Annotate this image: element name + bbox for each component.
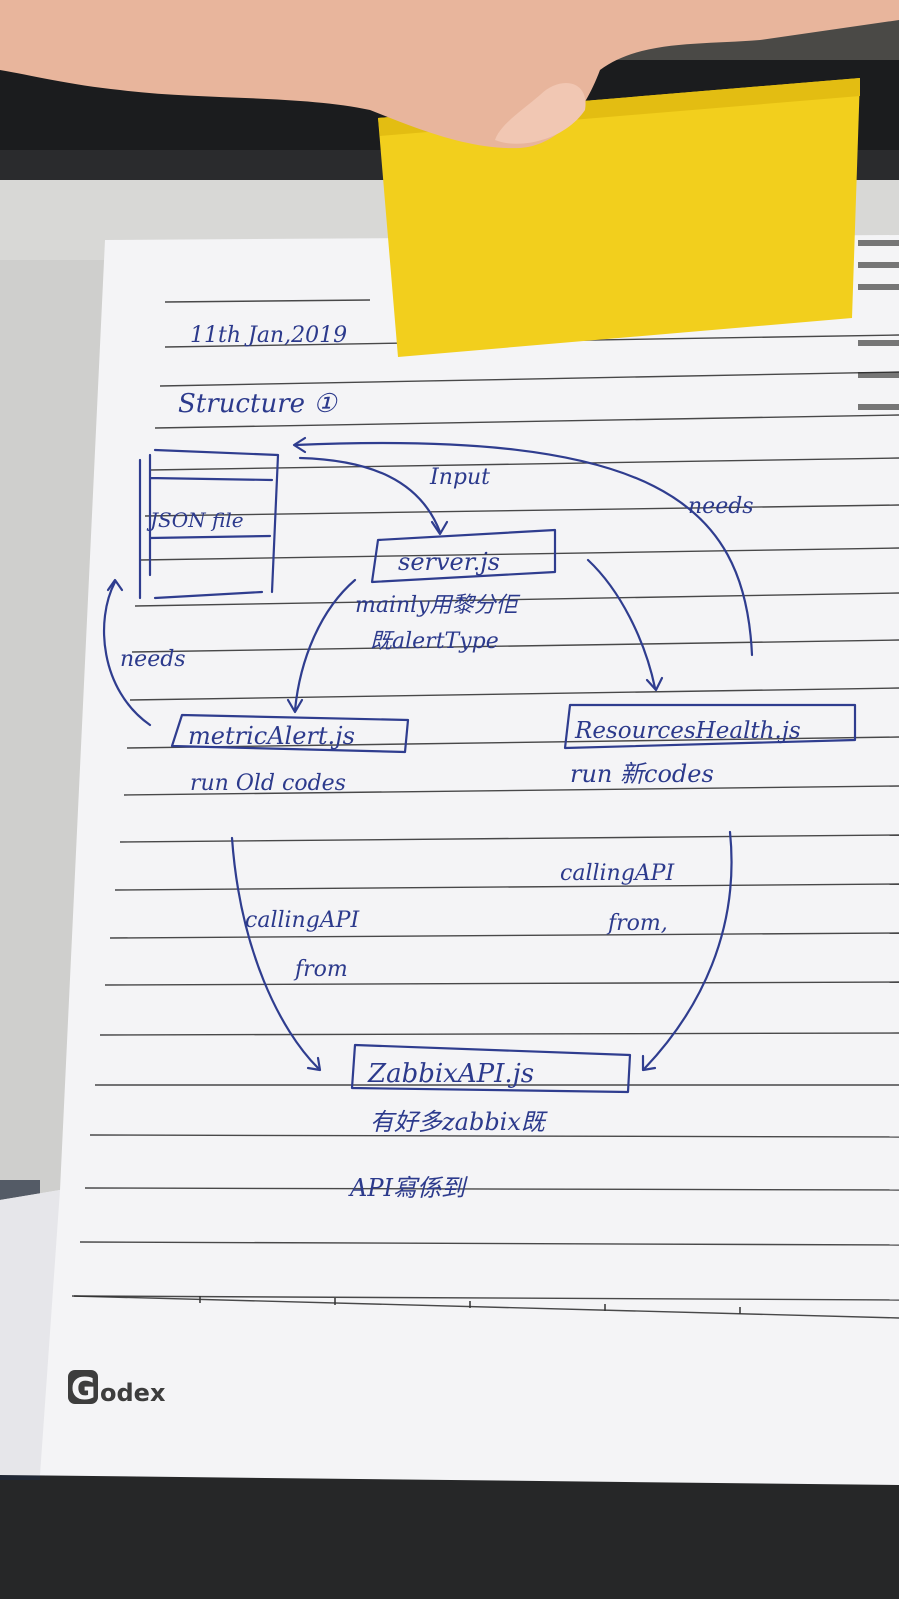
arrow-resource-to-zabbix — [643, 830, 733, 1070]
brand-logo: G odex — [68, 1370, 166, 1407]
notebook-page-shade — [0, 1190, 60, 1475]
notebook-page — [0, 235, 899, 1485]
calling-left-2: from — [293, 957, 348, 982]
json-file-box: JSON file — [138, 448, 280, 600]
sticky-note — [378, 78, 860, 357]
server-label: server.js — [398, 548, 500, 576]
date-text: 11th Jan,2019 — [190, 323, 347, 348]
metric-box: metricAlert.js run Old codes — [170, 713, 410, 796]
zabbix-label: ZabbixAPI.js — [367, 1059, 534, 1089]
hand — [0, 0, 899, 149]
zabbix-note-1: 有好多zabbix既 — [370, 1108, 548, 1136]
resource-note: run 新codes — [570, 760, 714, 788]
arrow-server-to-resource — [586, 558, 657, 690]
carpet — [0, 1470, 899, 1599]
arrow-needs-left — [102, 580, 152, 727]
arrow-json-to-server — [298, 456, 442, 534]
needs-right-label: needs — [688, 494, 754, 519]
thumb-nail — [495, 83, 586, 144]
zabbix-note-2: API寫係到 — [348, 1174, 468, 1202]
server-note-1: mainly用黎分佢 — [355, 593, 521, 618]
calling-left-1: callingAPI — [245, 908, 360, 933]
zabbix-box: ZabbixAPI.js 有好多zabbix既 API寫係到 — [348, 1043, 632, 1202]
metric-note: run Old codes — [190, 771, 346, 796]
needs-left-label: needs — [120, 647, 186, 672]
arrow-metric-to-zabbix — [230, 836, 320, 1070]
bottom-tick-marks — [199, 1296, 741, 1314]
heading-text: Structure ① — [178, 389, 338, 419]
server-note-2: 既alertType — [370, 629, 499, 654]
metric-label: metricAlert.js — [188, 722, 355, 750]
diagram-arrows: Input needs needs callingAPI from callin… — [102, 436, 754, 1072]
resource-label: ResourcesHealth.js — [574, 718, 801, 744]
resource-box: ResourcesHealth.js run 新codes — [563, 703, 857, 788]
input-label: Input — [429, 465, 490, 490]
server-box: server.js mainly用黎分佢 既alertType — [355, 528, 557, 654]
calling-right-1: callingAPI — [560, 861, 675, 886]
page-edge-stripes — [858, 240, 899, 410]
calling-right-2: from, — [606, 911, 668, 936]
arrow-needs-top — [293, 441, 754, 657]
json-file-label: JSON file — [146, 508, 244, 532]
arrow-server-to-metric — [293, 578, 357, 712]
svg-text:G: G — [71, 1372, 96, 1407]
brand-text: odex — [100, 1379, 166, 1407]
